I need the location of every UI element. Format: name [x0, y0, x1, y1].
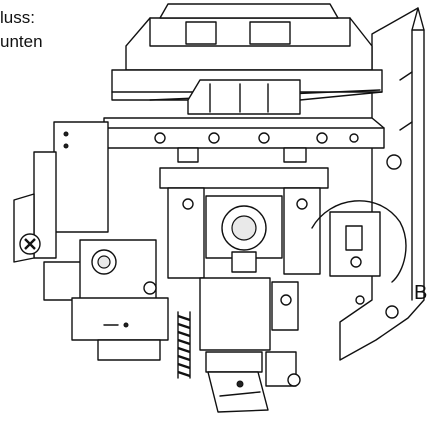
callout-label: B [414, 282, 428, 304]
right-valve-block [311, 200, 407, 283]
coil-spring [177, 311, 191, 379]
upper-plate [103, 117, 385, 163]
bottom-end-unit [205, 351, 301, 413]
caption: luss: unten [0, 6, 43, 54]
lower-valve-cluster [71, 239, 299, 361]
caption-line: unten [0, 32, 43, 51]
caption-line: luss: [0, 8, 35, 27]
top-cylinder [111, 3, 383, 115]
center-mechanism [159, 167, 329, 279]
mounting-bracket [339, 7, 425, 361]
